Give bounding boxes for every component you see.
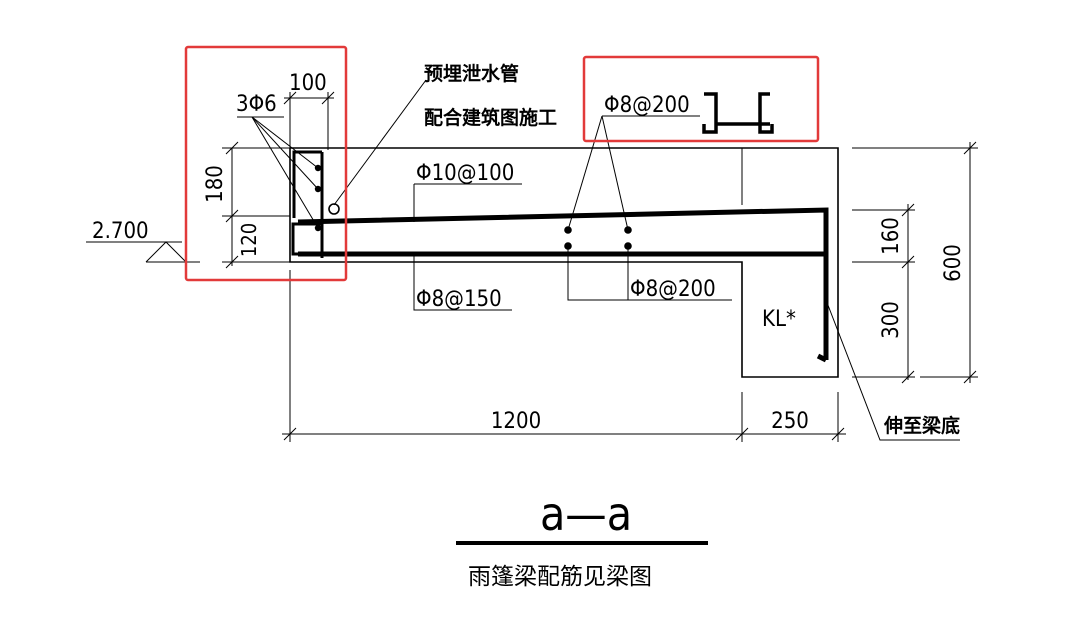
- label-dim-160: 160: [879, 217, 904, 255]
- label-dim-180: 180: [203, 165, 228, 203]
- label-beam: KL*: [762, 307, 796, 332]
- highlight-box-left: [184, 45, 348, 282]
- label-dim-100: 100: [289, 71, 327, 96]
- label-drain-pipe-1: 预埋泄水管: [424, 62, 519, 85]
- concrete-outline: [289, 147, 839, 378]
- label-phi10-100: Φ10@100: [416, 161, 514, 186]
- elevation-marker: [86, 241, 200, 263]
- section-title: a—a: [540, 487, 632, 541]
- edge-stirrup-box: [291, 222, 324, 256]
- leaders: [237, 79, 960, 441]
- label-3phi6: 3Φ6: [236, 92, 277, 117]
- label-dim-120: 120: [237, 223, 261, 257]
- label-phi8-150: Φ8@150: [416, 287, 502, 312]
- label-dim-600: 600: [941, 244, 966, 282]
- label-dim-1200: 1200: [491, 409, 541, 434]
- label-extend-note: 伸至梁底: [883, 414, 960, 437]
- label-phi8-200-bottom: Φ8@200: [630, 277, 716, 302]
- label-elevation: 2.700: [92, 219, 149, 244]
- label-dim-250: 250: [771, 409, 809, 434]
- highlight-box-top-right: [582, 55, 820, 143]
- edge-stirrup-top: [292, 150, 322, 218]
- hook-detail: [702, 92, 774, 134]
- drain-pipe-circle: [328, 203, 340, 215]
- label-phi8-200-top: Φ8@200: [604, 93, 690, 118]
- label-drain-pipe-2: 配合建筑图施工: [424, 106, 557, 129]
- label-dim-300: 300: [879, 301, 904, 339]
- section-caption: 雨篷梁配筋见梁图: [468, 564, 652, 590]
- top-rebar: [297, 207, 829, 360]
- top-rebar-hook: [816, 353, 828, 363]
- rebar: [291, 150, 829, 363]
- dimensions: [222, 91, 978, 442]
